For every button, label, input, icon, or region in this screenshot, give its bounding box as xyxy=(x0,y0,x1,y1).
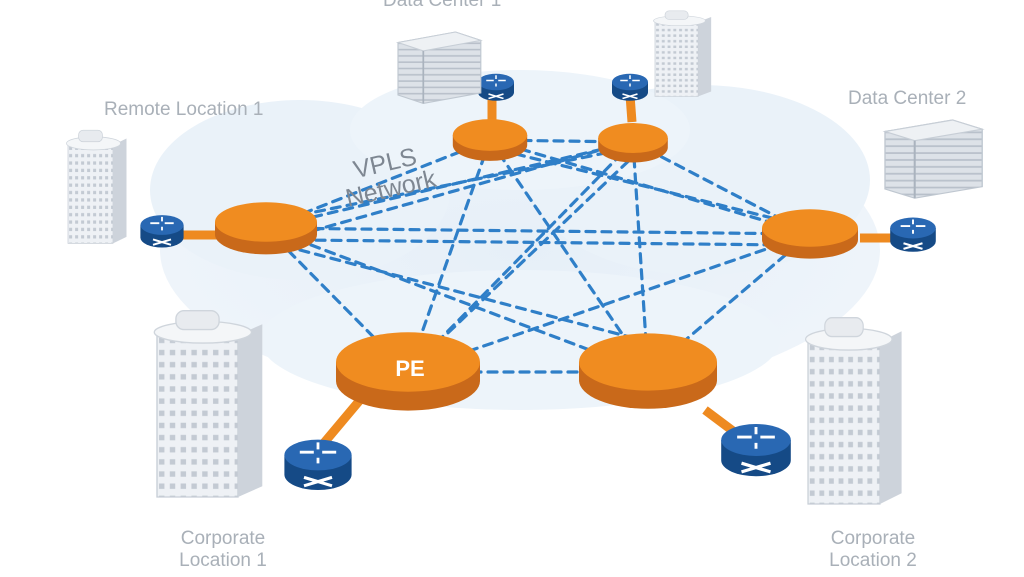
corporate-location-2-label: Corporate Location 2 xyxy=(808,528,938,572)
pseudowire-link xyxy=(488,138,650,374)
pseudowire-mesh xyxy=(264,138,812,374)
pe-router-remote xyxy=(215,202,317,255)
pe-label: PE xyxy=(395,356,424,381)
corporate-location-1-label: Corporate Location 1 xyxy=(158,528,288,572)
remote-location-1-label: Remote Location 1 xyxy=(104,99,264,120)
data-center-2-label: Data Center 2 xyxy=(848,88,967,109)
router-icon xyxy=(719,422,793,478)
corporate-location-1-line2: Location 1 xyxy=(179,550,267,571)
router-icon xyxy=(477,72,515,102)
corporate-location-2-line2: Location 2 xyxy=(829,550,917,571)
router-icon xyxy=(889,216,937,253)
building-icon xyxy=(653,10,712,97)
data-center-1-label: Data Center 1 xyxy=(383,0,502,11)
building-icon xyxy=(153,310,263,498)
pseudowire-link xyxy=(428,148,642,352)
pe-router-dc1a xyxy=(452,119,528,161)
pseudowire-link xyxy=(406,140,635,374)
pseudowire-link xyxy=(298,248,662,347)
server-icon xyxy=(397,31,482,105)
pseudowire-link xyxy=(406,232,812,374)
router-icon xyxy=(282,438,354,492)
pseudowire-link xyxy=(264,226,650,374)
pe-router-dc2 xyxy=(762,209,858,259)
corporate-location-2-line1: Corporate xyxy=(830,528,916,549)
router-icon xyxy=(611,72,649,102)
pseudowire-link xyxy=(278,148,602,242)
pe-router-corp2 xyxy=(579,333,717,409)
pe-router-dc1b xyxy=(598,123,668,163)
server-icon xyxy=(883,118,984,200)
pseudowire-link xyxy=(264,226,812,236)
router-icon xyxy=(139,214,185,249)
building-icon xyxy=(66,129,127,244)
corporate-location-1-line1: Corporate xyxy=(180,528,266,549)
building-icon xyxy=(804,317,903,505)
